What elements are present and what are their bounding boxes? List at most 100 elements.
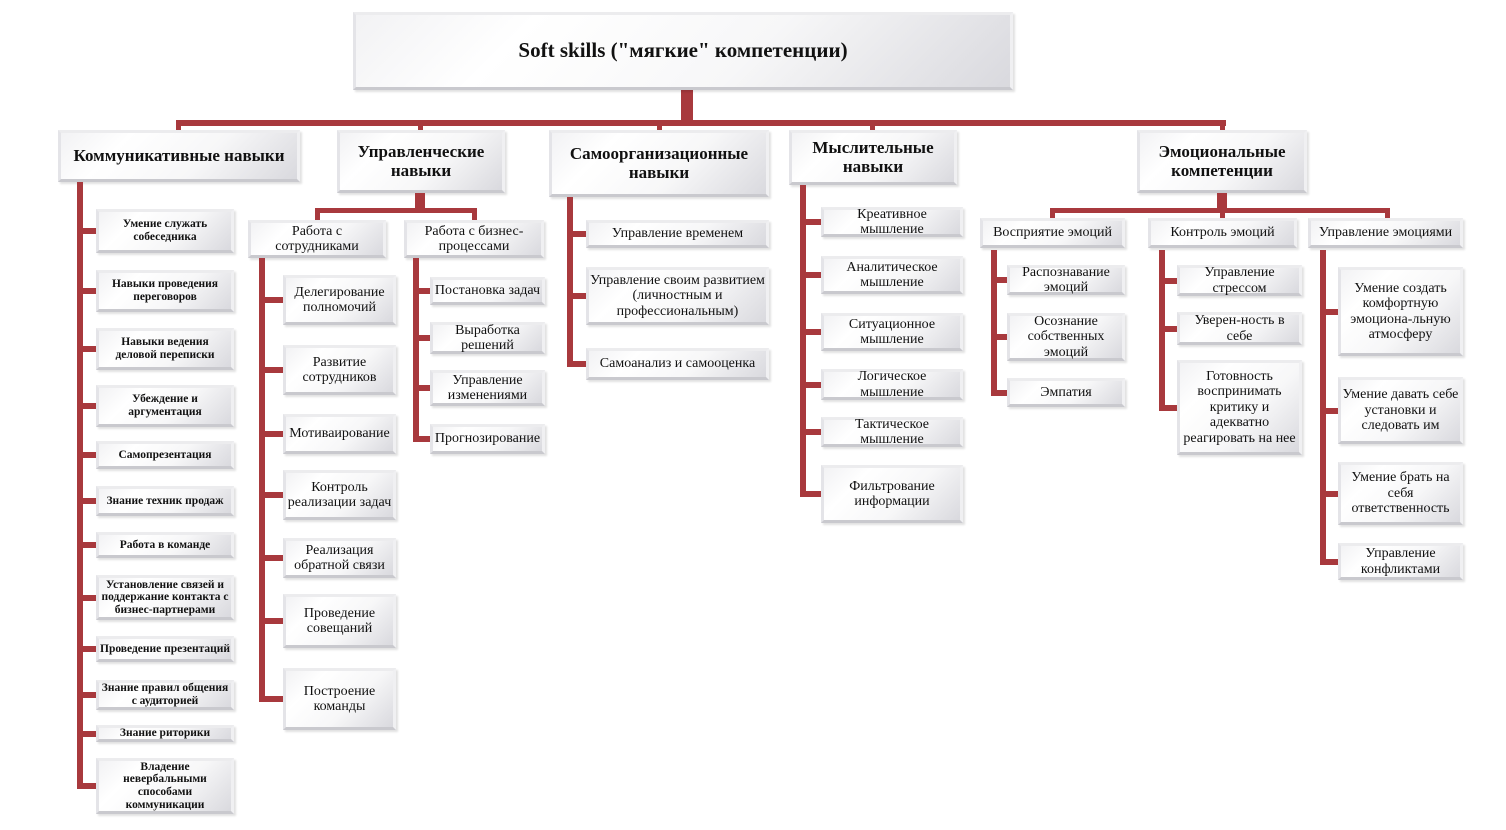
skill-item: Постановка задач — [430, 277, 545, 305]
skill-item: Контроль реализации задач — [283, 470, 396, 520]
connector-line — [1320, 407, 1338, 414]
skill-item: Умение давать себе установки и следовать… — [1338, 377, 1463, 444]
connector-line — [1320, 250, 1326, 565]
diagram-title: Soft skills ("мягкие" компетенции) — [353, 12, 1013, 90]
connector-line — [77, 228, 96, 234]
connector-line — [176, 120, 1226, 126]
group-5-header: Эмоциональные компетенции — [1137, 130, 1307, 193]
connector-line — [415, 193, 425, 212]
connector-line — [77, 594, 96, 601]
connector-line — [1220, 120, 1225, 132]
skill-item: Знание риторики — [96, 725, 234, 742]
connector-line — [1320, 308, 1338, 315]
connector-line — [567, 197, 573, 367]
subgroup-header: Работа с сотрудниками — [248, 220, 386, 258]
skill-item: Мотиваирование — [283, 414, 396, 454]
skill-item: Аналитическое мышление — [821, 256, 963, 294]
connector-line — [413, 385, 430, 391]
skill-item: Управление конфликтами — [1338, 543, 1463, 580]
skill-item: Самопрезентация — [96, 441, 234, 469]
connector-line — [259, 367, 283, 373]
connector-line — [991, 389, 1007, 396]
skill-item: Ситуационное мышление — [821, 313, 963, 351]
connector-line — [681, 90, 693, 124]
connector-line — [1320, 490, 1338, 497]
skill-item: Логическое мышление — [821, 369, 963, 400]
connector-line — [259, 555, 283, 561]
connector-line — [413, 436, 430, 442]
skill-item: Знание правил общения с аудиторией — [96, 680, 234, 710]
skill-item: Креативное мышление — [821, 207, 963, 237]
connector-line — [800, 272, 821, 278]
connector-line — [567, 361, 586, 367]
skill-item: Самоанализ и самооценка — [586, 348, 769, 380]
connector-line — [77, 346, 96, 352]
connector-line — [1159, 325, 1177, 332]
connector-line — [413, 288, 430, 294]
connector-line — [77, 692, 96, 698]
connector-line — [259, 431, 283, 437]
connector-line — [259, 297, 283, 303]
connector-line — [800, 219, 821, 225]
subgroup-header: Управление эмоциями — [1308, 218, 1463, 248]
connector-line — [800, 491, 821, 497]
connector-line — [800, 381, 821, 388]
connector-line — [1159, 277, 1177, 284]
skill-item: Умение брать на себя ответственность — [1338, 462, 1463, 525]
skill-item: Фильтрование информации — [821, 465, 963, 523]
connector-line — [800, 429, 821, 435]
connector-line — [77, 182, 83, 789]
skill-item: Готовность воспринимать критику и адеква… — [1177, 360, 1302, 455]
subgroup-header: Работа с бизнес-процессами — [404, 220, 544, 258]
skill-item: Делегирование полномочий — [283, 275, 396, 325]
skill-item: Управление стрессом — [1177, 265, 1302, 296]
connector-line — [1385, 208, 1390, 220]
skill-item: Управление временем — [586, 220, 769, 248]
connector-line — [800, 185, 806, 497]
skill-item: Владение невербальными способами коммуни… — [96, 758, 234, 814]
skill-item: Умение служать собеседника — [96, 209, 234, 253]
skill-item: Осознание собственных эмоций — [1007, 313, 1125, 361]
connector-line — [259, 492, 283, 498]
connector-line — [472, 208, 477, 222]
connector-line — [567, 231, 586, 237]
skill-item: Уверен-ность в себе — [1177, 312, 1302, 345]
group-1-header: Коммуникативные навыки — [58, 130, 300, 182]
connector-line — [567, 293, 586, 299]
connector-line — [77, 403, 96, 409]
connector-line — [991, 277, 1007, 283]
connector-line — [1220, 208, 1225, 220]
connector-line — [77, 542, 96, 548]
connector-line — [1217, 193, 1227, 212]
group-3-header: Самоорганизационные навыки — [549, 130, 769, 197]
skill-item: Построение команды — [283, 668, 396, 730]
skill-item: Убеждение и аргументация — [96, 385, 234, 427]
connector-line — [1320, 558, 1338, 565]
connector-line — [77, 646, 96, 652]
connector-line — [413, 335, 430, 341]
group-2-header: Управленческие навыки — [337, 130, 505, 193]
skill-item: Установление связей и поддержание контак… — [96, 575, 234, 620]
skill-item: Тактическое мышление — [821, 417, 963, 447]
skill-item: Управление изменениями — [430, 370, 545, 406]
connector-line — [259, 258, 265, 702]
skill-item: Знание техник продаж — [96, 486, 234, 516]
connector-line — [870, 120, 875, 132]
skill-item: Навыки ведения деловой переписки — [96, 328, 234, 370]
skill-item: Проведение презентаций — [96, 636, 234, 662]
skill-item: Прогнозирование — [430, 424, 545, 454]
subgroup-header: Восприятие эмоций — [980, 218, 1125, 248]
connector-line — [259, 696, 283, 702]
connector-line — [77, 730, 96, 737]
subgroup-header: Контроль эмоций — [1148, 218, 1297, 248]
connector-line — [77, 288, 96, 294]
connector-line — [1159, 404, 1177, 411]
skill-item: Эмпатия — [1007, 378, 1125, 407]
connector-line — [77, 452, 96, 458]
skill-item: Развитие сотрудников — [283, 345, 396, 395]
skill-item: Проведение совещаний — [283, 594, 396, 648]
skill-item: Реализация обратной связи — [283, 538, 396, 578]
connector-line — [315, 208, 477, 213]
connector-line — [259, 618, 283, 624]
